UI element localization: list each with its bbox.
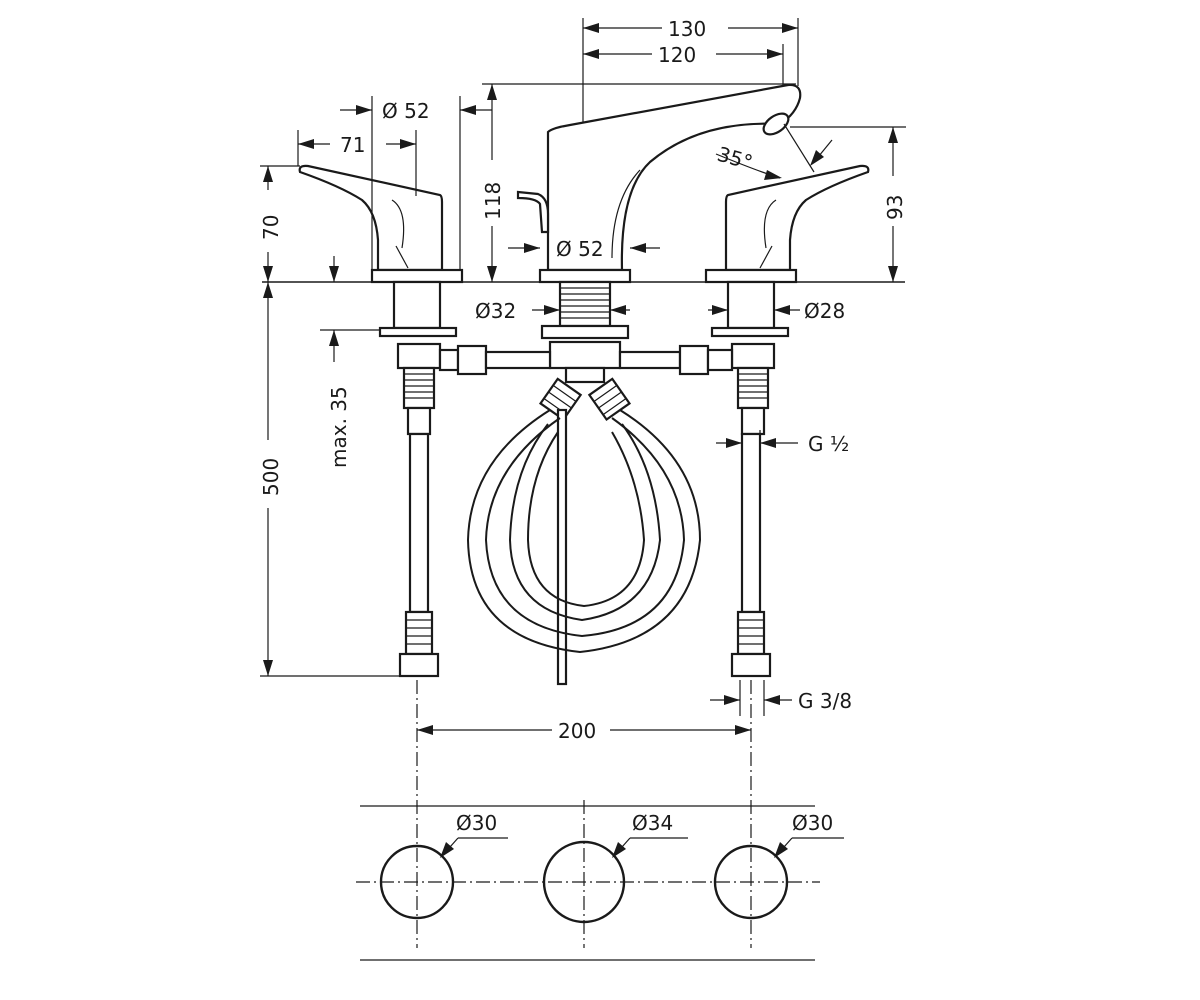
dim-spout-angle [715,123,833,180]
dim-thread-outlet [710,680,792,716]
dim-130-label: 130 [668,17,706,41]
hole-center-label: Ø34 [632,811,673,835]
dim-70-label: 70 [259,215,283,240]
dim-center-spacing [416,680,752,948]
dim-71-label: 71 [340,133,365,157]
dim-g38-label: G 3/8 [798,689,852,713]
dim-500-label: 500 [259,458,283,496]
dim-handle-height [260,165,300,282]
dim-max-deck [320,256,380,362]
dim-max35-label: max. 35 [327,386,351,468]
dim-handle-diameter-label: Ø 52 [382,99,430,123]
hole-center [542,840,626,924]
dim-93-label: 93 [883,195,907,220]
dim-spout-height [482,83,796,282]
dim-28-label: Ø28 [804,299,845,323]
dim-thread-inlet [716,430,798,456]
dim-handle-diameter [340,96,492,270]
left-handle [298,164,464,338]
dim-hose-length [260,282,410,677]
dim-shank-center [532,305,630,315]
dim-spout-base-label: Ø 52 [556,237,604,261]
valve-assembly [396,340,776,436]
mounting-holes [356,800,844,961]
dim-shank-side [708,305,800,315]
dim-angle-label: 35° [715,142,756,175]
dim-118-label: 118 [481,182,505,220]
spout-body [516,83,802,340]
right-handle [704,164,870,338]
dim-spout-base-diameter [508,243,660,253]
hole-right [713,844,789,920]
dim-outlet-height [790,126,906,282]
dim-200-label: 200 [558,719,596,743]
hole-right-label: Ø30 [792,811,833,835]
dim-120-label: 120 [658,43,696,67]
dim-width-top [582,18,799,122]
supply-hoses [398,408,772,686]
hole-left-label: Ø30 [456,811,497,835]
dim-handle-length [297,130,417,196]
dim-g12-label: G ½ [808,432,849,456]
hole-left [379,844,455,920]
dim-32-label: Ø32 [475,299,516,323]
